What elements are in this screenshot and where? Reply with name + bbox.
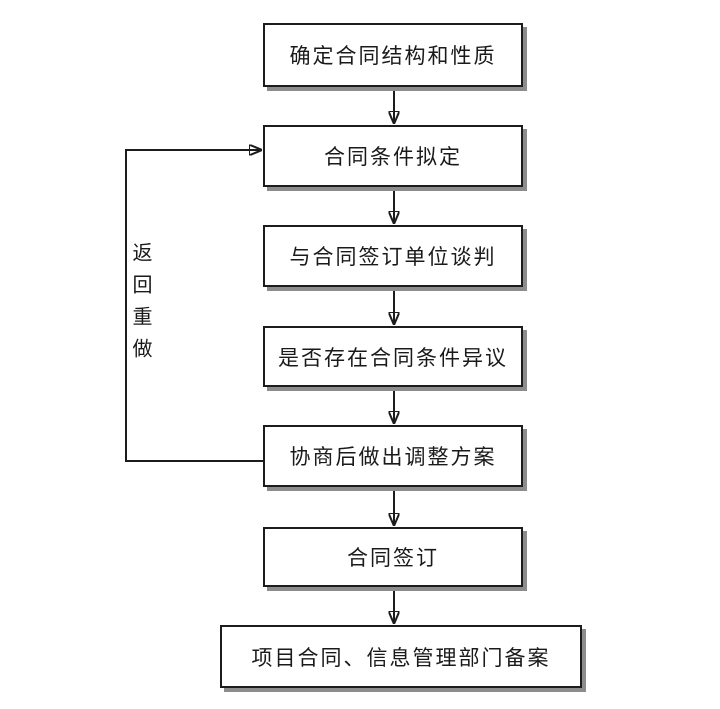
flow-node-draft-conditions: 合同条件拟定 [263, 125, 523, 187]
feedback-loop-label: 返回重做 [128, 242, 152, 370]
flow-node-negotiate: 与合同签订单位谈判 [263, 225, 523, 287]
flow-node-adjustment-plan: 协商后做出调整方案 [263, 425, 523, 487]
edge-n5-n2-feedback-loop [125, 150, 263, 462]
flow-node-sign-contract: 合同签订 [263, 527, 523, 587]
flow-node-determine-structure: 确定合同结构和性质 [263, 23, 523, 87]
flow-node-filing: 项目合同、信息管理部门备案 [220, 625, 582, 688]
flow-node-check-objections: 是否存在合同条件异议 [263, 326, 523, 387]
